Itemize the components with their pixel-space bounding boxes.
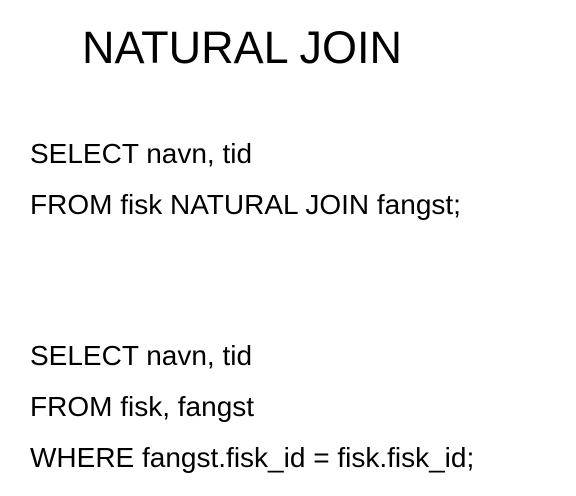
query-line: FROM fisk, fangst [30, 391, 255, 422]
where-join-query: SELECT navn, tid FROM fisk, fangst WHERE… [30, 330, 474, 483]
query-line: SELECT navn, tid [30, 340, 253, 371]
query-line: FROM fisk NATURAL JOIN fangst; [30, 189, 461, 220]
query-line: WHERE fangst.fisk_id = fisk.fisk_id; [30, 442, 475, 473]
natural-join-query: SELECT navn, tid FROM fisk NATURAL JOIN … [30, 128, 461, 230]
query-line: SELECT navn, tid [30, 138, 253, 169]
slide-title: NATURAL JOIN [82, 22, 403, 73]
